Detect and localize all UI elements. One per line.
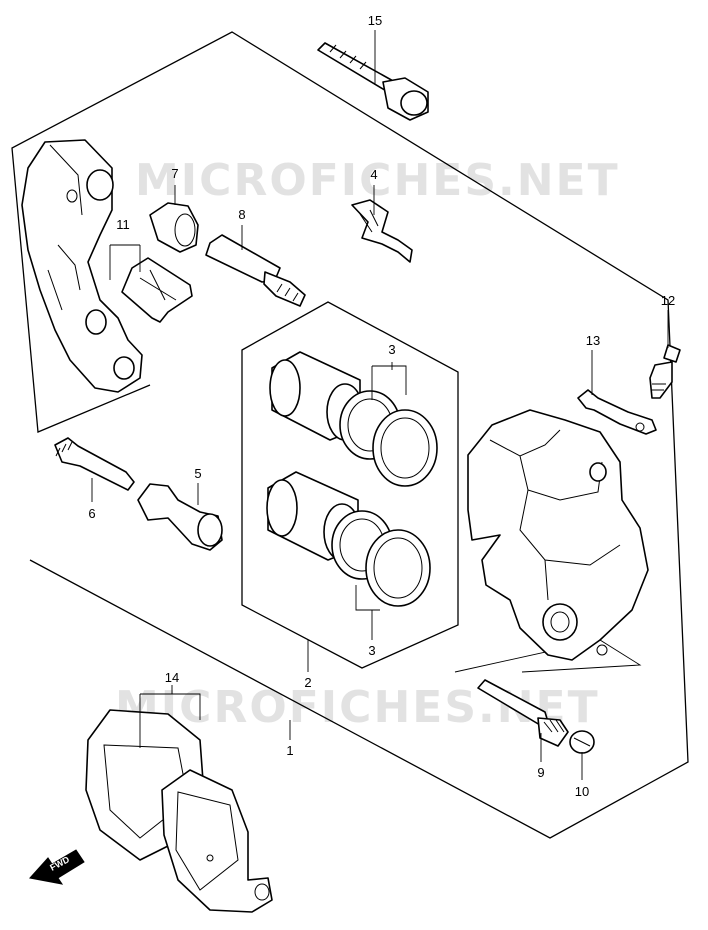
leader-lines xyxy=(91,30,669,780)
callout-7: 7 xyxy=(171,166,178,181)
slide-pin-part-8 xyxy=(205,234,306,307)
callout-1: 1 xyxy=(286,743,293,758)
callout-6: 6 xyxy=(88,506,95,521)
boot-part-7 xyxy=(149,202,199,253)
brake-pad-set-part-14 xyxy=(85,709,273,913)
callout-9: 9 xyxy=(537,765,544,780)
pad-pin-part-9 xyxy=(477,679,569,747)
boot-part-5 xyxy=(137,483,223,551)
caliper-bracket xyxy=(21,139,143,393)
bolt-part-15 xyxy=(317,42,429,121)
seal-lower-outer xyxy=(365,529,431,607)
callout-13: 13 xyxy=(586,333,600,348)
slide-pin-part-6 xyxy=(54,437,135,491)
watermark-top: MICROFICHES.NET xyxy=(135,155,620,206)
caliper-frame-leader xyxy=(454,639,642,673)
callout-15: 15 xyxy=(368,13,382,28)
pad-spring-part-4 xyxy=(351,199,413,263)
callout-4: 4 xyxy=(370,167,377,182)
callout-12: 12 xyxy=(661,293,675,308)
seal-upper-outer xyxy=(372,409,438,487)
callout-10: 10 xyxy=(575,784,589,799)
callout-11: 11 xyxy=(116,217,130,232)
callout-5: 5 xyxy=(194,466,201,481)
assembly-frame-outer xyxy=(11,31,689,839)
callout-2: 2 xyxy=(304,675,311,690)
callout-3-upper: 3 xyxy=(388,342,395,357)
plug-part-10 xyxy=(569,730,595,754)
bleeder-screw-part-12 xyxy=(649,344,681,399)
forward-arrow-icon: FWD xyxy=(29,849,85,885)
pad-retainer-part-11 xyxy=(121,257,193,323)
callout-14: 14 xyxy=(165,670,179,685)
callout-3-lower: 3 xyxy=(368,643,375,658)
bleeder-cap-part-13 xyxy=(577,389,657,435)
callout-8: 8 xyxy=(238,207,245,222)
piston-kit-frame xyxy=(241,301,459,669)
caliper-body xyxy=(467,409,649,661)
